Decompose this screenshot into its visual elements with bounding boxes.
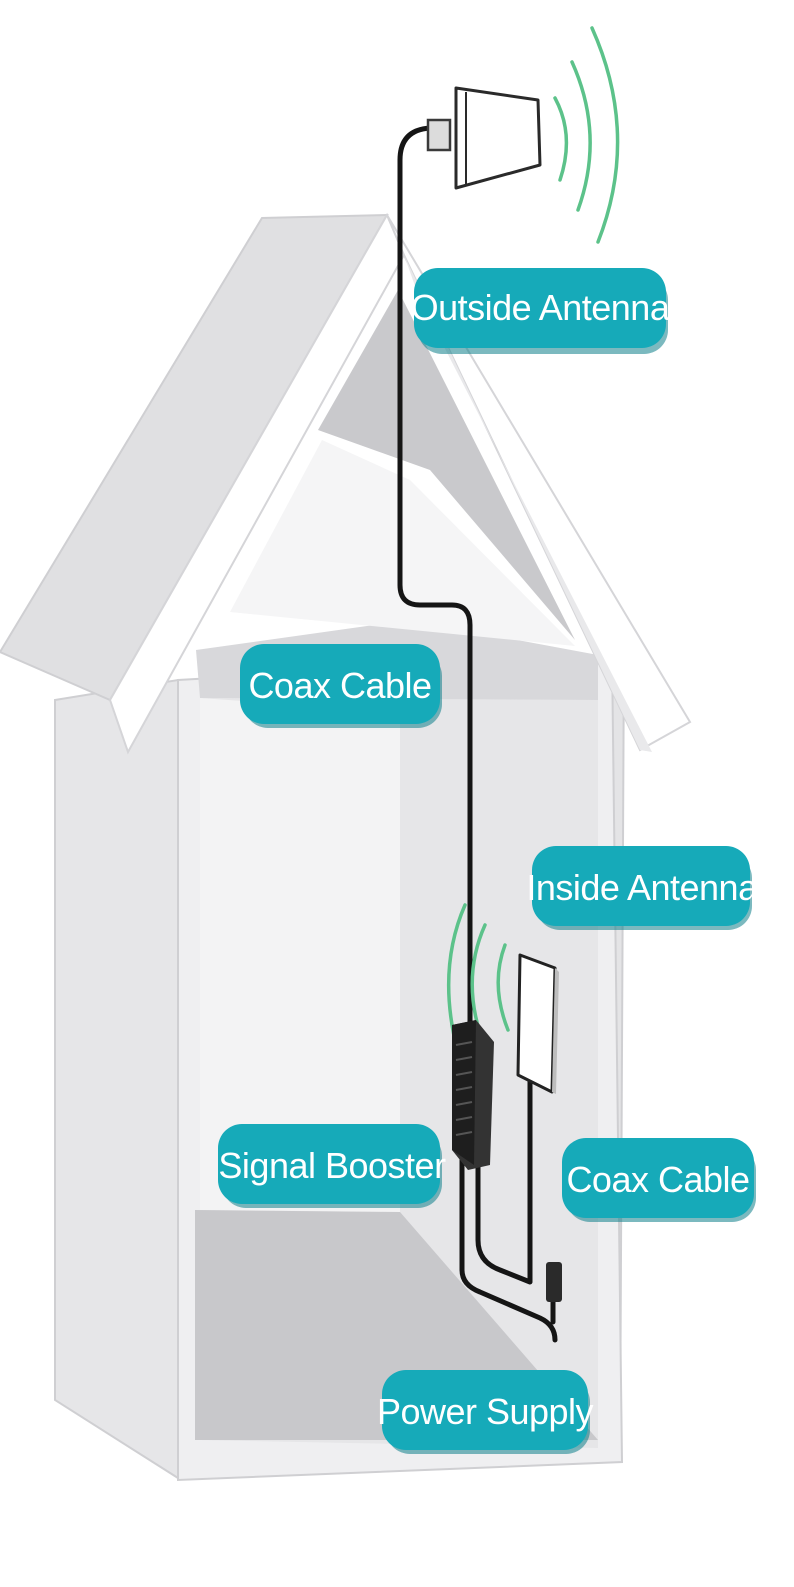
house-left-wall xyxy=(54,678,179,1480)
coax-cable-main xyxy=(397,125,473,1033)
label-inside-antenna-text: Inside Antenna xyxy=(526,867,759,908)
label-power-supply: Power Supply xyxy=(377,1370,594,1454)
label-power-supply-text: Power Supply xyxy=(377,1391,594,1432)
label-outside-antenna-text: Outside Antenna xyxy=(411,287,671,328)
label-coax-cable-top: Coax Cable xyxy=(240,644,442,728)
label-signal-booster-text: Signal Booster xyxy=(218,1145,446,1186)
label-signal-booster: Signal Booster xyxy=(218,1124,447,1208)
power-cable xyxy=(459,1157,558,1343)
power-supply-icon xyxy=(546,1262,562,1302)
label-coax-cable-bottom-text: Coax Cable xyxy=(566,1159,749,1200)
signal-booster-icon xyxy=(452,1020,494,1170)
label-coax-cable-top-text: Coax Cable xyxy=(248,665,431,706)
room-side-wall xyxy=(200,698,400,1212)
label-outside-antenna: Outside Antenna xyxy=(411,268,671,354)
label-inside-antenna: Inside Antenna xyxy=(526,846,760,930)
label-coax-cable-bottom: Coax Cable xyxy=(562,1138,756,1222)
attic-shadow xyxy=(318,290,575,640)
outside-antenna-icon xyxy=(426,86,542,190)
inside-antenna-icon xyxy=(516,953,559,1094)
outside-antenna-signal-wave-icon xyxy=(553,26,620,244)
